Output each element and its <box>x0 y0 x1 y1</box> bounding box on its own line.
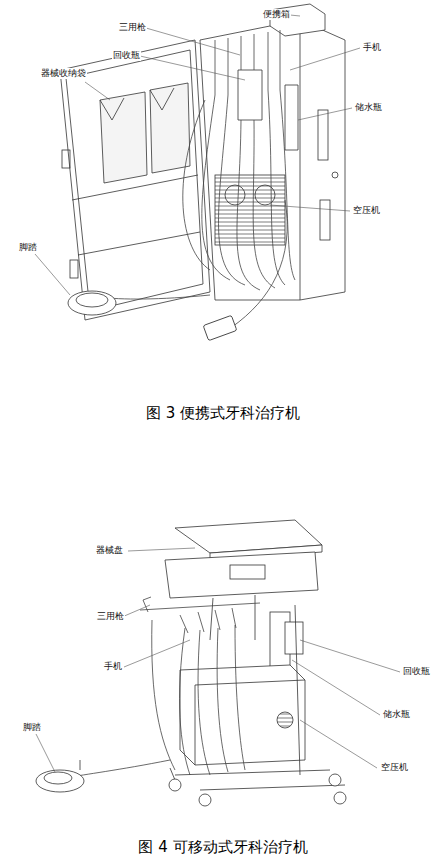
part-label: 器械盘 <box>95 545 124 556</box>
part-label: 脚踏 <box>18 242 38 253</box>
part-label: 手机 <box>362 42 382 53</box>
part-label: 空压机 <box>380 762 409 773</box>
part-label: 空压机 <box>352 205 381 216</box>
part-label: 手机 <box>103 661 123 672</box>
part-label: 回收瓶 <box>402 666 431 677</box>
part-label: 脚踏 <box>22 722 42 733</box>
part-label: 储水瓶 <box>354 102 383 113</box>
figure-caption: 图 4 可移动式牙科治疗机 <box>138 838 307 856</box>
part-label: 三用枪 <box>96 611 125 622</box>
part-label: 器械收纳袋 <box>40 68 87 79</box>
part-label: 储水瓶 <box>382 709 411 720</box>
part-label: 回收瓶 <box>112 50 141 61</box>
part-label: 三用枪 <box>118 22 147 33</box>
part-label: 便携箱 <box>262 9 291 20</box>
figure-caption: 图 3 便携式牙科治疗机 <box>146 404 300 422</box>
